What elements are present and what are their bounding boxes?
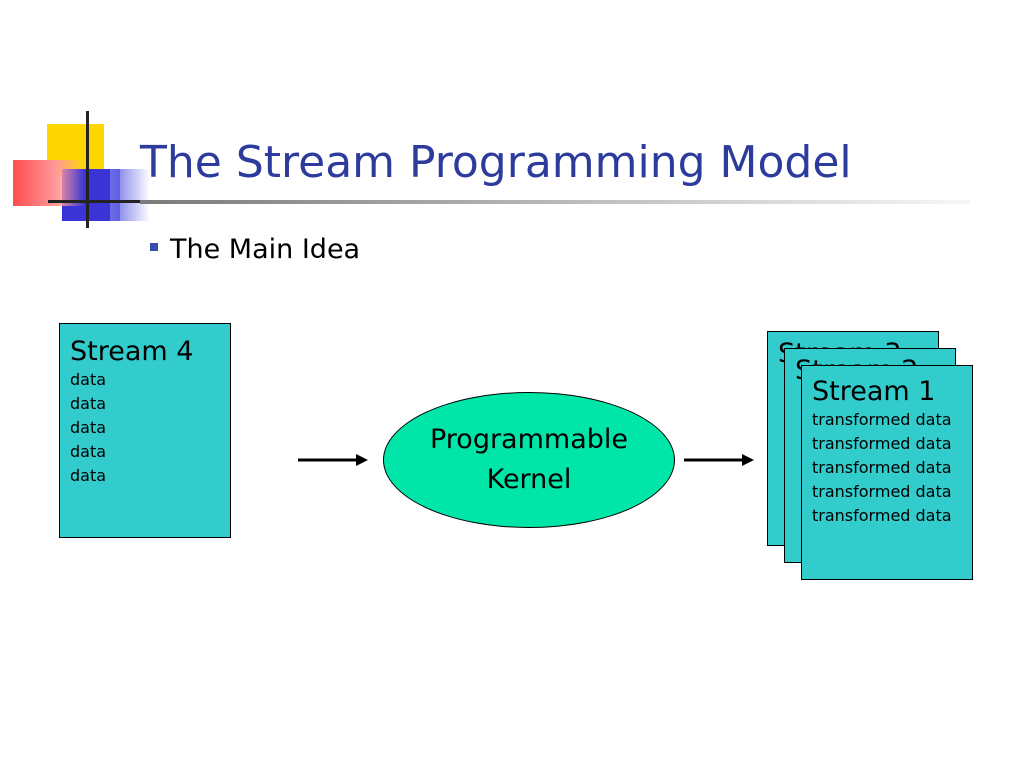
slide-title: The Stream Programming Model: [140, 137, 852, 188]
output-arrow: [684, 454, 754, 466]
programmable-kernel: Programmable Kernel: [383, 392, 675, 528]
input-stream-box: Stream 4 data data data data data: [59, 323, 231, 538]
input-stream-title: Stream 4: [70, 336, 194, 367]
decor-blue-fade: [110, 169, 150, 221]
input-stream-item: data: [70, 370, 107, 389]
input-stream-item: data: [70, 418, 107, 437]
kernel-label-line2: Kernel: [486, 464, 572, 495]
square-bullet-icon: [150, 242, 158, 251]
output-stream-title: Stream 1: [812, 376, 936, 407]
input-stream-item: data: [70, 394, 107, 413]
output-stream-item: transformed data: [812, 458, 952, 477]
output-stream-item: transformed data: [812, 506, 952, 525]
output-stream-item: transformed data: [812, 410, 952, 429]
decor-horizontal-line: [48, 200, 140, 203]
output-stream-item: transformed data: [812, 434, 952, 453]
input-stream-item: data: [70, 442, 107, 461]
output-stream-item: transformed data: [812, 482, 952, 501]
bullet-text: The Main Idea: [170, 234, 361, 265]
output-stream-box-front: Stream 1 transformed data transformed da…: [801, 365, 973, 580]
title-underline: [140, 200, 970, 204]
kernel-label-line1: Programmable: [429, 424, 629, 455]
input-arrow: [298, 454, 368, 466]
input-stream-item: data: [70, 466, 107, 485]
decor-red-square: [13, 160, 85, 206]
decor-vertical-line: [86, 111, 89, 228]
bullet-item: The Main Idea: [150, 232, 360, 268]
